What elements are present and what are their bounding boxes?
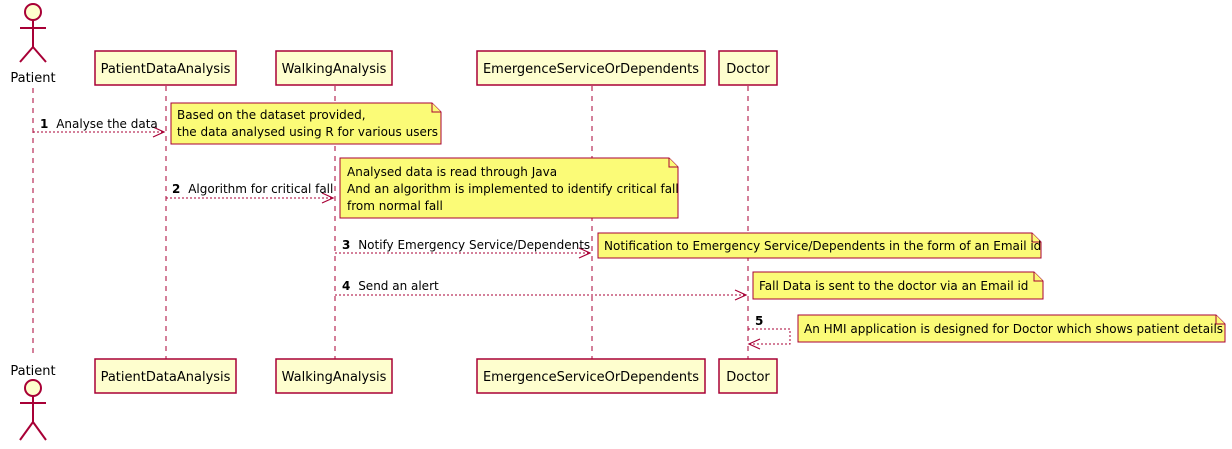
note-3: Notification to Emergency Service/Depend… — [597, 232, 1042, 259]
note-2: Analysed data is read through Java And a… — [339, 157, 679, 219]
participant-label: WalkingAnalysis — [282, 370, 387, 385]
participant-label: Doctor — [726, 370, 770, 385]
participant-patientdataanalysis-bottom: PatientDataAnalysis — [94, 358, 237, 394]
message-2: 2 Algorithm for critical fall — [166, 182, 335, 204]
note-line: from normal fall — [347, 199, 443, 213]
participant-patientdataanalysis-top: PatientDataAnalysis — [94, 50, 237, 86]
actor-patient-bottom: Patient — [10, 364, 56, 441]
participant-label: WalkingAnalysis — [282, 62, 387, 77]
message-number: 3 — [342, 238, 350, 252]
svg-text:5: 5 — [755, 314, 763, 328]
message-number: 1 — [40, 117, 48, 131]
note-line: Analysed data is read through Java — [347, 165, 557, 179]
message-3: 3 Notify Emergency Service/Dependents — [335, 238, 592, 259]
participant-label: EmergenceServiceOrDependents — [483, 370, 699, 385]
participant-emergenceserviceordependents-top: EmergenceServiceOrDependents — [476, 50, 706, 86]
svg-text:3 Notify Emergency Servi: 3 Notify Emergency Service/Dependents — [342, 238, 590, 252]
svg-text:2 Algorithm for critical: 2 Algorithm for critical fall — [172, 182, 333, 196]
svg-text:1 Analyse the data: 1 Analyse the data — [40, 117, 158, 131]
message-number: 4 — [342, 279, 350, 293]
actor-patient-top: Patient — [10, 3, 56, 86]
note-5: An HMI application is designed for Docto… — [797, 314, 1226, 343]
actor-label: Patient — [10, 364, 55, 379]
note-line: An HMI application is designed for Docto… — [804, 322, 1223, 336]
svg-text:4 Send an alert: 4 Send an alert — [342, 279, 439, 293]
participant-label: Doctor — [726, 62, 770, 77]
message-label: Notify Emergency Service/Dependents — [358, 238, 590, 252]
message-4: 4 Send an alert — [335, 279, 748, 301]
participant-walkinganalysis-bottom: WalkingAnalysis — [275, 358, 393, 394]
note-4: Fall Data is sent to the doctor via an E… — [752, 271, 1044, 300]
participant-label: EmergenceServiceOrDependents — [483, 62, 699, 77]
message-1: 1 Analyse the data — [33, 117, 166, 138]
message-label: Analyse the data — [56, 117, 158, 131]
participant-emergenceserviceordependents-bottom: EmergenceServiceOrDependents — [476, 358, 706, 394]
note-1: Based on the dataset provided, the data … — [170, 102, 442, 145]
note-line: And an algorithm is implemented to ident… — [347, 182, 679, 196]
participant-doctor-bottom: Doctor — [718, 358, 778, 394]
message-label: Algorithm for critical fall — [188, 182, 333, 196]
actor-label: Patient — [10, 71, 55, 86]
message-number: 5 — [755, 314, 763, 328]
note-line: Notification to Emergency Service/Depend… — [604, 239, 1041, 253]
message-label: Send an alert — [358, 279, 439, 293]
participant-doctor-top: Doctor — [718, 50, 778, 86]
message-number: 2 — [172, 182, 180, 196]
message-5: 5 — [747, 314, 791, 350]
note-line: the data analysed using R for various us… — [177, 125, 438, 139]
participant-label: PatientDataAnalysis — [101, 62, 231, 77]
note-line: Fall Data is sent to the doctor via an E… — [759, 279, 1028, 293]
participant-label: PatientDataAnalysis — [101, 370, 231, 385]
participant-walkinganalysis-top: WalkingAnalysis — [275, 50, 393, 86]
note-line: Based on the dataset provided, — [177, 108, 366, 122]
